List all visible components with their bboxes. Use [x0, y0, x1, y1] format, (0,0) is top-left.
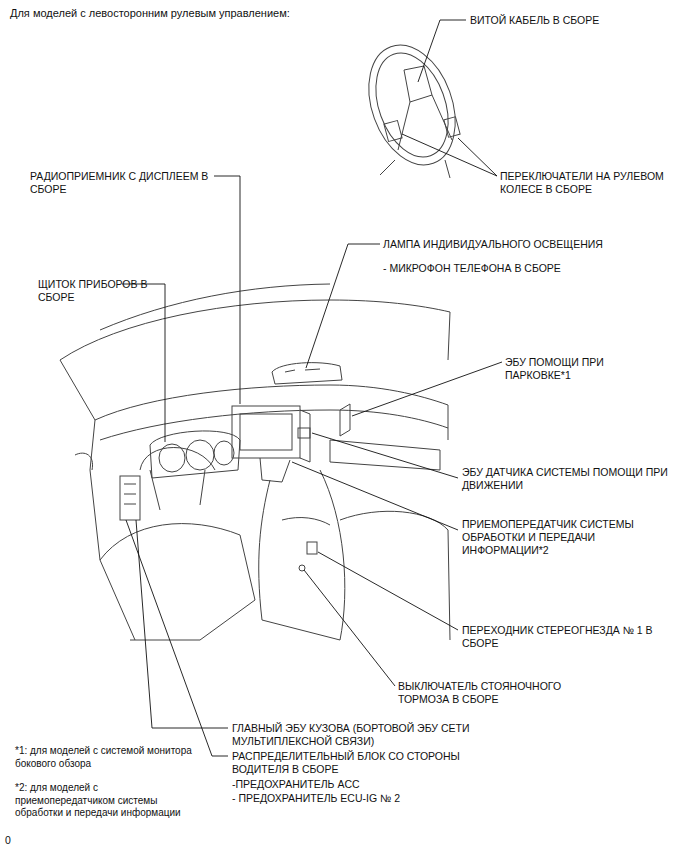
note-label: - ПРЕДОХРАНИТЕЛЬ ECU-IG № 2 [232, 792, 482, 805]
part-label: РАДИОПРИЕМНИК С ДИСПЛЕЕМ В СБОРЕ [30, 170, 216, 196]
part-label: ВЫКЛЮЧАТЕЛЬ СТОЯНОЧНОГО ТОРМОЗА В СБОРЕ [398, 680, 598, 706]
footnote: *2: для моделей с приемопередатчиком сис… [15, 782, 195, 820]
part-label: РАСПРЕДЕЛИТЕЛЬНЫЙ БЛОК СО СТОРОНЫ ВОДИТЕ… [232, 750, 504, 776]
part-label: ЭБУ ДАТЧИКА СИСТЕМЫ ПОМОЩИ ПРИ ДВИЖЕНИИ [462, 466, 674, 492]
part-label: ПРИЕМОПЕРЕДАТЧИК СИСТЕМЫ ОБРАБОТКИ И ПЕР… [462, 518, 676, 557]
part-label: ЛАМПА ИНДИВИДУАЛЬНОГО ОСВЕЩЕНИЯ [383, 238, 673, 251]
part-label: ГЛАВНЫЙ ЭБУ КУЗОВА (БОРТОВОЙ ЭБУ СЕТИ МУ… [232, 722, 544, 748]
part-label: ЩИТОК ПРИБОРОВ В СБОРЕ [38, 278, 150, 304]
note-label: -ПРЕДОХРАНИТЕЛЬ ACC [232, 778, 482, 791]
part-label: ЭБУ ПОМОЩИ ПРИ ПАРКОВКЕ*1 [505, 356, 645, 382]
part-label: ВИТОЙ КАБЕЛЬ В СБОРЕ [470, 14, 680, 27]
part-label: ПЕРЕКЛЮЧАТЕЛИ НА РУЛЕВОМ КОЛЕСЕ В СБОРЕ [500, 170, 676, 196]
part-label: ПЕРЕХОДНИК СТЕРЕОГНЕЗДА № 1 В СБОРЕ [462, 624, 674, 650]
page-title: Для моделей с левосторонним рулевым упра… [10, 6, 290, 20]
footnote: *1: для моделей с системой монитора боко… [15, 745, 195, 770]
part-label: - МИКРОФОН ТЕЛЕФОНА В СБОРЕ [383, 262, 673, 275]
page-number: 0 [5, 834, 35, 847]
